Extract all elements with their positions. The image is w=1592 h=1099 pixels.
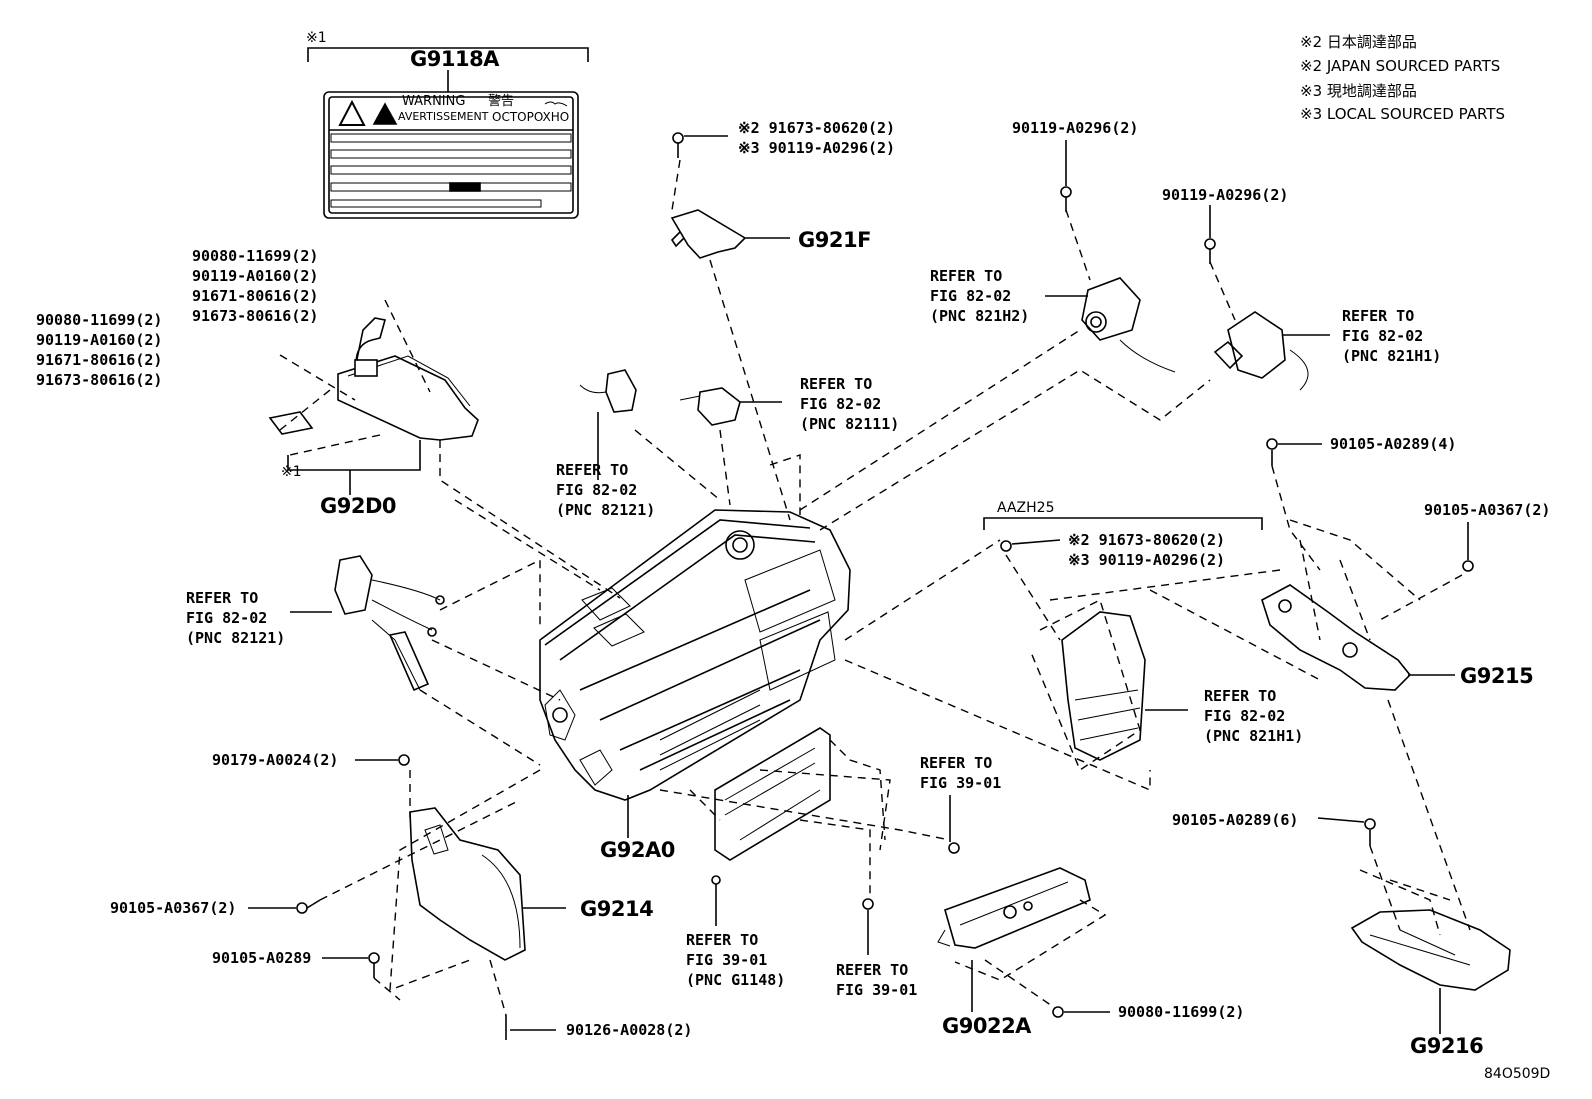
callout-ref-39-top[interactable]: REFER TO FIG 39-01 <box>920 754 1002 792</box>
note-local-en: ※3 LOCAL SOURCED PARTS <box>1300 105 1505 123</box>
warning-text-jp: 警告 <box>488 94 515 109</box>
label-bracket <box>307 47 589 62</box>
small-label <box>268 411 314 435</box>
callout-right-bolt-1[interactable]: 90119-A0296(2) <box>1012 119 1139 137</box>
callout-aazh-bolt[interactable]: ※2 91673-80620(2) ※3 90119-A0296(2) <box>1068 531 1226 569</box>
callout-cover-bolts-top[interactable]: 90080-11699(2) 90119-A0160(2) 91671-8061… <box>192 247 319 325</box>
part-g9214[interactable]: G9214 <box>580 897 654 921</box>
part-g92d0[interactable]: G92D0 <box>320 494 397 518</box>
callout-bolt-0028[interactable]: 90126-A0028(2) <box>566 1021 693 1039</box>
callout-top-bolt[interactable]: ※2 91673-80620(2) ※3 90119-A0296(2) <box>738 119 896 157</box>
callout-ref-821h2[interactable]: REFER TO FIG 82-02 (PNC 821H2) <box>930 267 1030 325</box>
callout-right-bolt-2[interactable]: 90119-A0296(2) <box>1162 186 1289 204</box>
callout-ref-82111[interactable]: REFER TO FIG 82-02 (PNC 82111) <box>800 375 900 433</box>
part-g9216[interactable]: G9216 <box>1410 1034 1484 1058</box>
avertissement-text: AVERTISSEMENT <box>398 110 489 123</box>
note-japan-en: ※2 JAPAN SOURCED PARTS <box>1300 57 1501 75</box>
part-g9022a[interactable]: G9022A <box>942 1014 1031 1038</box>
note-japan-jp: ※2 日本調達部品 <box>1300 33 1417 51</box>
callout-ref-82121-left[interactable]: REFER TO FIG 82-02 (PNC 82121) <box>186 589 286 647</box>
note-local-jp: ※3 現地調達部品 <box>1300 82 1417 100</box>
callout-ref-821h1-bottom[interactable]: REFER TO FIG 82-02 (PNC 821H1) <box>1204 687 1304 745</box>
inverter-assembly <box>539 509 851 801</box>
figure-id: 84O509D <box>1484 1066 1551 1082</box>
callout-ref-82121-mid[interactable]: REFER TO FIG 82-02 (PNC 82121) <box>556 461 656 519</box>
callout-ref-g1148[interactable]: REFER TO FIG 39-01 (PNC G1148) <box>686 931 786 989</box>
callout-nut-0024[interactable]: 90179-A0024(2) <box>212 751 339 769</box>
warning-text: WARNING <box>402 94 466 109</box>
part-g9215[interactable]: G9215 <box>1460 664 1534 688</box>
callout-bolt-11699-bottom[interactable]: 90080-11699(2) <box>1118 1003 1245 1021</box>
warning-label <box>323 91 579 219</box>
part-g921f[interactable]: G921F <box>798 228 871 252</box>
octopozhno-text: OCTOPOXHO <box>492 110 570 124</box>
callout-bolt-0367-left[interactable]: 90105-A0367(2) <box>110 899 237 917</box>
model-code: AAZH25 <box>997 500 1055 516</box>
callout-cover-bolts-left[interactable]: 90080-11699(2) 90119-A0160(2) 91671-8061… <box>36 311 163 389</box>
callout-bolt-0289-6[interactable]: 90105-A0289(6) <box>1172 811 1299 829</box>
note-marker-cover: ※1 <box>281 464 302 480</box>
callout-bolt-0289[interactable]: 90105-A0289 <box>212 949 312 967</box>
part-g9118a[interactable]: G9118A <box>410 47 499 71</box>
callout-ref-821h1-top[interactable]: REFER TO FIG 82-02 (PNC 821H1) <box>1342 307 1442 365</box>
callout-bolt-0367-right[interactable]: 90105-A0367(2) <box>1424 501 1551 519</box>
callout-bolt-4[interactable]: 90105-A0289(4) <box>1330 435 1457 453</box>
callout-ref-39-bottom[interactable]: REFER TO FIG 39-01 <box>836 961 918 999</box>
note-marker-top: ※1 <box>306 30 327 46</box>
part-g92a0[interactable]: G92A0 <box>600 838 675 862</box>
